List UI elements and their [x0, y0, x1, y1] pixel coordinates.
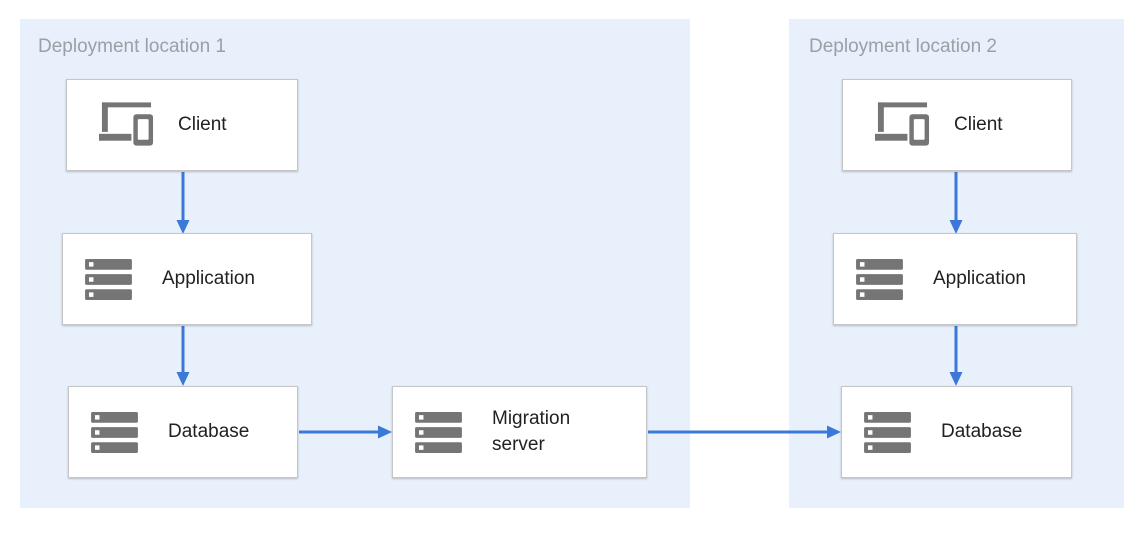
- node-client-1: Client: [66, 79, 298, 171]
- client-devices-icon: [99, 102, 154, 148]
- region-title: Deployment location 1: [38, 36, 226, 57]
- server-stack-icon: [864, 411, 911, 453]
- node-database-1: Database: [68, 386, 298, 478]
- region-title: Deployment location 2: [809, 36, 997, 57]
- server-stack-icon: [91, 411, 138, 453]
- node-label: Client: [178, 114, 227, 135]
- node-label: Database: [941, 421, 1023, 442]
- node-migration-server: Migration server: [392, 386, 647, 478]
- node-label: Database: [168, 421, 250, 442]
- node-label: Application: [933, 268, 1026, 289]
- client-devices-icon: [875, 102, 930, 148]
- node-client-2: Client: [842, 79, 1072, 171]
- node-database-2: Database: [841, 386, 1072, 478]
- server-stack-icon: [856, 258, 903, 300]
- server-stack-icon: [85, 258, 132, 300]
- server-stack-icon: [415, 411, 462, 453]
- node-label: Migration server: [492, 408, 571, 455]
- node-label: Application: [162, 268, 255, 289]
- node-application-2: Application: [833, 233, 1077, 325]
- node-application-1: Application: [62, 233, 312, 325]
- node-label: Client: [954, 114, 1003, 135]
